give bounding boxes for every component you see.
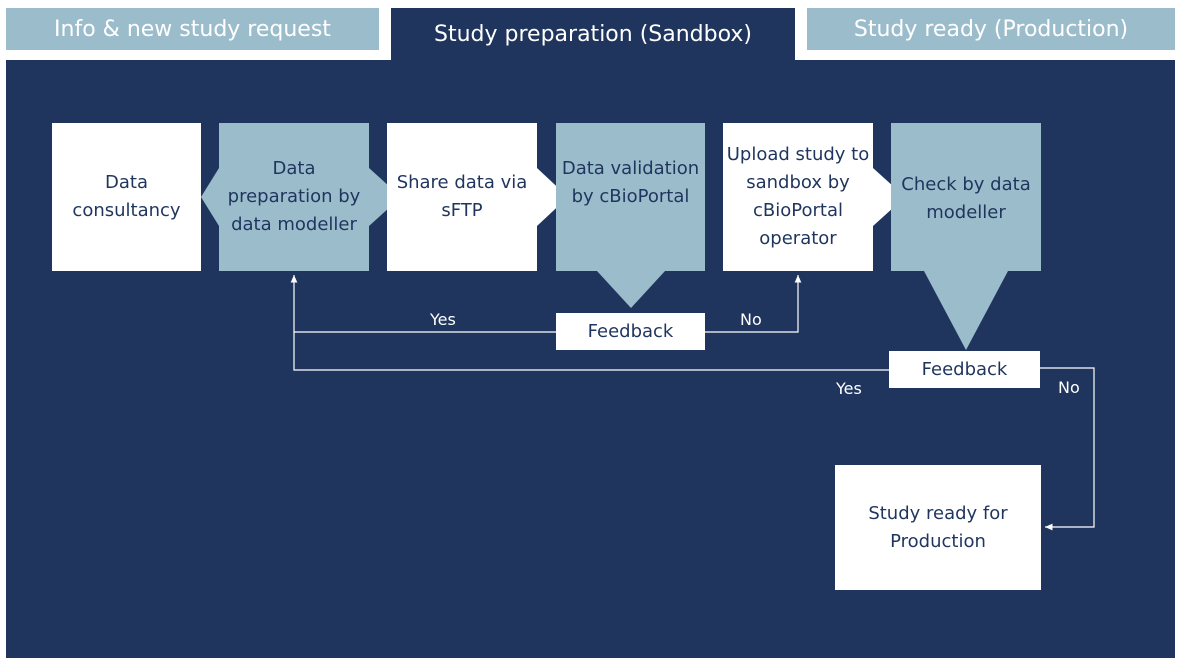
tab-label: Study ready (Production) [853,16,1129,42]
feedback-box-1: Feedback [556,313,705,350]
step-upload-study-shape [723,123,905,271]
no-label-2: No [1058,378,1080,397]
final-step-label: Study ready for Production [868,502,1008,552]
step-label: Data preparation by data modeller [227,158,361,235]
step-data-consultancy-shape [52,123,201,271]
step-label: Data consultancy [72,172,181,221]
feedback-label: Feedback [921,358,1008,380]
yes-label-1: Yes [430,310,456,329]
tab-study-ready[interactable]: Study ready (Production) [807,8,1175,50]
feedback-box-2-shape [889,351,1040,388]
step-data-validation-shape [556,123,705,308]
step-data-consultancy: Data consultancy [56,123,197,271]
final-step-shape [835,465,1041,590]
step-label: Check by data modeller [901,174,1031,223]
step-data-preparation-shape [201,123,401,271]
step-label: Upload study to sandbox by cBioPortal op… [726,144,870,249]
step-upload-study: Upload study to sandbox by cBioPortal op… [726,123,870,271]
yes-connector-1 [290,275,556,333]
feedback-box-1-shape [556,313,705,350]
step-check-by-modeller: Check by data modeller [894,123,1038,275]
no-connector-1 [705,275,802,333]
feedback-box-2: Feedback [889,351,1040,388]
yes-connector-2 [293,332,889,371]
tab-info-new-study-request[interactable]: Info & new study request [6,8,379,50]
tab-label: Study preparation (Sandbox) [434,21,752,47]
step-check-by-modeller-shape [891,123,1041,350]
step-label: Share data via sFTP [396,172,528,221]
yes-label-2: Yes [836,379,862,398]
step-share-data-shape [387,123,568,271]
no-label-1: No [740,310,762,329]
tab-label: Info & new study request [54,16,331,42]
no-connector-2 [1040,367,1095,531]
feedback-label: Feedback [587,320,674,342]
step-label: Data validation by cBioPortal [561,158,700,207]
tab-study-preparation[interactable]: Study preparation (Sandbox) [391,8,795,60]
step-share-data: Share data via sFTP [391,123,533,271]
step-data-validation: Data validation by cBioPortal [559,123,702,243]
step-data-preparation: Data preparation by data modeller [219,123,369,271]
final-step-study-ready: Study ready for Production [835,465,1041,590]
